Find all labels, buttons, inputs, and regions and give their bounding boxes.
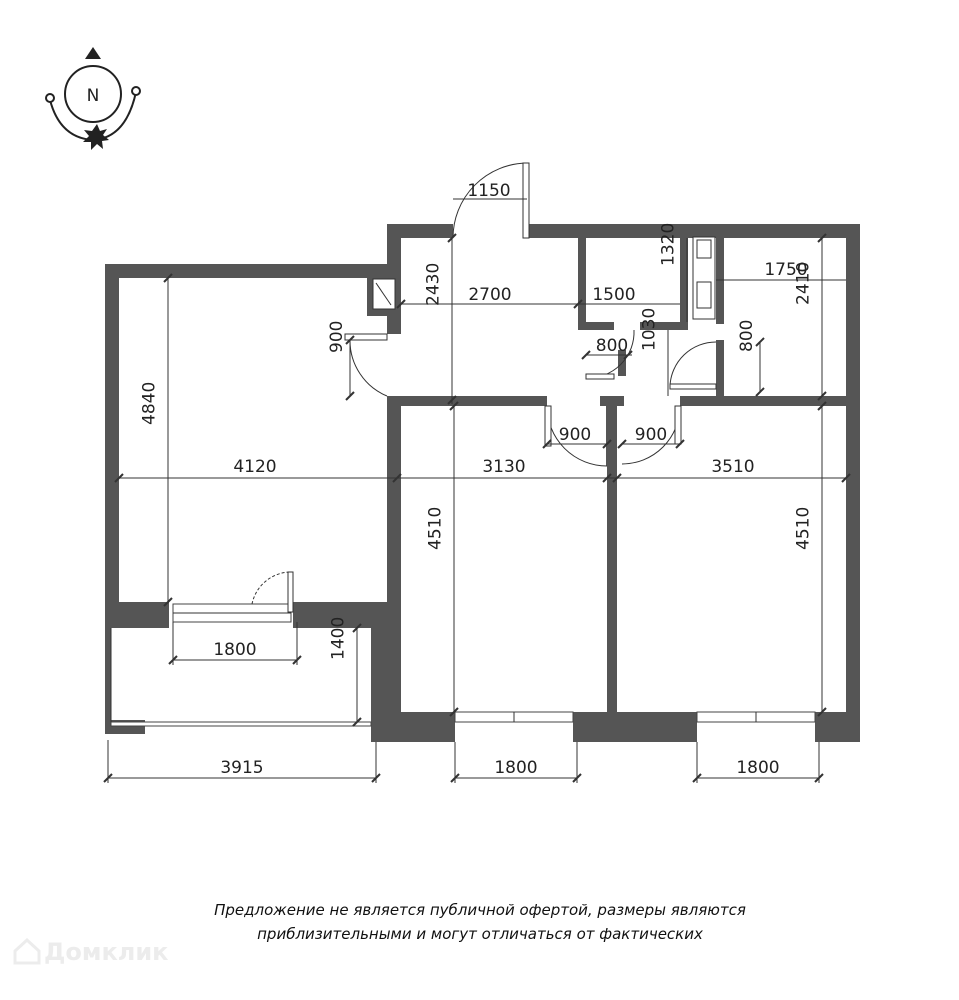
dim-balcony-width: 3915 <box>220 758 263 778</box>
dim-bedroom1-height: 4510 <box>425 507 445 550</box>
dim-bedroom1-door: 900 <box>559 425 591 445</box>
dim-wc-height: 2410 <box>793 262 813 305</box>
dim-wc-width: 1750 <box>764 260 807 280</box>
dim-bedroom1-window: 1800 <box>494 758 537 778</box>
dim-wc-door: 800 <box>737 320 757 352</box>
dimension-lines: 1150 2700 2430 1500 1320 800 1750 2410 1… <box>103 181 851 783</box>
compass-dot-left <box>45 93 55 103</box>
disclaimer: Предложение не является публичной оферто… <box>160 898 800 946</box>
dim-bath-height: 1320 <box>658 223 678 266</box>
dim-hall-width: 2700 <box>468 285 511 305</box>
sun-icon <box>83 124 109 150</box>
dim-bath-door: 800 <box>596 336 628 356</box>
dim-living-door: 900 <box>327 321 347 353</box>
compass: N <box>45 47 141 150</box>
walls <box>105 224 860 742</box>
dim-living-window: 1800 <box>213 640 256 660</box>
vent-shafts <box>372 236 716 320</box>
windows <box>110 603 816 727</box>
dim-living-width: 4120 <box>233 457 276 477</box>
balcony-glazing <box>110 721 372 727</box>
disclaimer-line2: приблизительными и могут отличаться от ф… <box>257 925 703 943</box>
dim-bedroom2-height: 4510 <box>793 507 813 550</box>
dim-bedroom2-width: 3510 <box>711 457 754 477</box>
dim-bedroom2-window: 1800 <box>736 758 779 778</box>
dim-hall-height: 2430 <box>423 263 443 306</box>
wc-door <box>669 341 717 387</box>
dim-bedroom2-door: 900 <box>635 425 667 445</box>
dim-bedroom1-width: 3130 <box>482 457 525 477</box>
balcony-door <box>251 571 293 605</box>
disclaimer-line1: Предложение не является публичной оферто… <box>214 901 746 919</box>
doors <box>251 162 717 613</box>
watermark: Домклик <box>44 938 169 966</box>
living-door <box>349 339 388 397</box>
compass-label: N <box>87 86 100 106</box>
dim-balcony-depth: 1400 <box>328 617 348 660</box>
dim-wc-door-h: 1030 <box>639 308 659 351</box>
domclick-logo-icon <box>13 937 41 965</box>
compass-circle <box>64 65 122 123</box>
entry-door <box>452 162 528 239</box>
north-arrow-icon <box>85 47 101 59</box>
dim-bath-width: 1500 <box>592 285 635 305</box>
compass-dot-right <box>131 86 141 96</box>
dim-entry-door: 1150 <box>467 181 510 201</box>
dim-living-height: 4840 <box>139 382 159 425</box>
